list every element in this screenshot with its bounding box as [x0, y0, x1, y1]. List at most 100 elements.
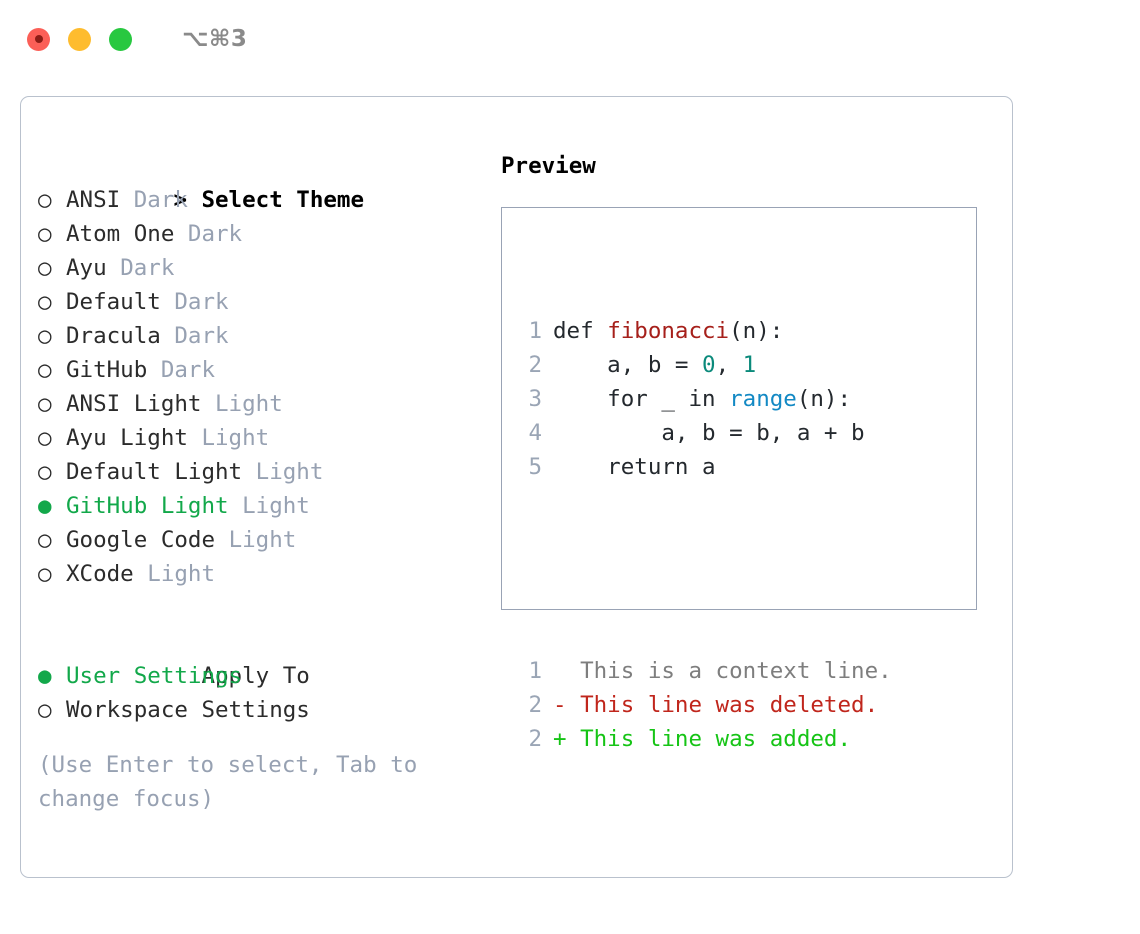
theme-list-item[interactable]: ○ Default Light Light — [38, 455, 478, 489]
apply-to-heading: Apply To — [38, 625, 478, 689]
radio-unselected-icon[interactable]: ○ — [38, 527, 52, 553]
diff-sign-gap — [567, 658, 581, 684]
code-line-number: 2 — [528, 352, 542, 378]
theme-list-item[interactable]: ○ ANSI Dark — [38, 183, 478, 217]
theme-name: Ayu Light — [66, 425, 188, 451]
radio-unselected-icon[interactable]: ○ — [38, 289, 52, 315]
radio-unselected-icon[interactable]: ○ — [38, 323, 52, 349]
theme-category: Light — [201, 425, 270, 451]
theme-name-gap — [242, 459, 256, 485]
radio-unselected-icon[interactable]: ○ — [38, 561, 52, 587]
code-token-num: 1 — [742, 352, 757, 378]
select-theme-heading-label: Select Theme — [201, 187, 365, 213]
keyboard-shortcut-label: ⌥⌘3 — [182, 26, 248, 52]
minimize-button-icon[interactable] — [68, 27, 91, 51]
radio-unselected-icon[interactable]: ○ — [38, 187, 52, 213]
code-token-plain: def — [553, 318, 608, 344]
close-button-icon[interactable] — [27, 27, 50, 51]
diff-sign-gap — [567, 692, 581, 718]
theme-category: Dark — [160, 357, 216, 383]
theme-name-gap — [161, 289, 175, 315]
theme-list-item[interactable]: ○ Ayu Light Light — [38, 421, 478, 455]
theme-category: Dark — [120, 255, 175, 281]
apply-to-option-label: User Settings — [66, 663, 243, 689]
diff-line-text: This is a context line. — [580, 658, 892, 684]
radio-unselected-icon[interactable]: ○ — [38, 391, 52, 417]
apply-to-option-label: Workspace Settings — [66, 697, 310, 723]
diff-sign: - — [553, 692, 567, 718]
theme-name: Atom One — [66, 221, 175, 247]
theme-category: Light — [255, 459, 324, 485]
diff-sign: + — [553, 726, 567, 752]
theme-name: XCode — [66, 561, 134, 587]
maximize-button-icon[interactable] — [109, 27, 132, 51]
prompt-caret-icon: > — [173, 187, 188, 213]
diff-line-number: 2 — [528, 726, 542, 752]
apply-to-heading-label: Apply To — [201, 663, 310, 689]
code-token-plain: a, b = b, a + b — [553, 420, 865, 446]
diff-line-number: 2 — [528, 692, 542, 718]
theme-list-item[interactable]: ●GitHub Light Light — [38, 489, 478, 523]
theme-list-item[interactable]: ○ XCode Light — [38, 557, 478, 591]
theme-name-gap — [147, 357, 161, 383]
theme-name: Dracula — [66, 323, 161, 349]
diff-line-text: This line was added. — [580, 726, 852, 752]
select-theme-heading: > Select Theme — [38, 149, 478, 213]
window-controls — [27, 27, 132, 51]
diff-line-added: 2 + This line was added. — [516, 722, 892, 756]
theme-list-item[interactable]: ○Atom One Dark — [38, 217, 478, 251]
code-line: 4 a, b = b, a + b — [516, 416, 892, 450]
theme-list-item[interactable]: ○Ayu Dark — [38, 251, 478, 285]
apply-to-option[interactable]: ● User Settings — [38, 659, 478, 693]
theme-category: Dark — [174, 289, 229, 315]
radio-selected-icon[interactable]: ● — [38, 493, 52, 519]
radio-unselected-icon[interactable]: ○ — [38, 221, 52, 247]
theme-list-item[interactable]: ○ANSI Light Light — [38, 387, 478, 421]
theme-category: Dark — [133, 187, 188, 213]
theme-selector-column: >Select Theme ○ANSI Dark○Atom One Dark○A… — [38, 149, 478, 816]
theme-list-item[interactable]: ○ Default Dark — [38, 285, 478, 319]
radio-unselected-icon[interactable]: ○ — [38, 357, 52, 383]
theme-name: Default Light — [66, 459, 243, 485]
code-line: 2 a, b = 0, 1 — [516, 348, 892, 382]
theme-list-item[interactable]: ○Dracula Dark — [38, 319, 478, 353]
code-token-plain: (n): — [796, 386, 852, 412]
theme-name-gap — [107, 255, 121, 281]
radio-unselected-icon[interactable]: ○ — [38, 697, 52, 723]
title-bar: ⌥⌘3 — [0, 0, 1140, 78]
theme-list-item[interactable]: ○GitHub Dark — [38, 353, 478, 387]
radio-unselected-icon[interactable]: ○ — [38, 425, 52, 451]
diff-sample: 1 This is a context line. 2- This line wa… — [516, 654, 892, 756]
theme-name: Default — [66, 289, 161, 315]
list-spacer — [38, 591, 478, 625]
diff-sign-gap — [567, 726, 581, 752]
radio-selected-icon[interactable]: ● — [38, 663, 52, 689]
theme-name-gap — [174, 221, 188, 247]
code-token-plain: , — [715, 352, 743, 378]
theme-name: ANSI Light — [66, 391, 202, 417]
radio-unselected-icon[interactable]: ○ — [38, 255, 52, 281]
theme-name-gap — [201, 391, 215, 417]
code-token-builtin: range — [729, 386, 797, 412]
theme-category: Light — [228, 527, 297, 553]
theme-name-gap — [188, 425, 202, 451]
theme-name: ANSI — [66, 187, 121, 213]
theme-name-gap — [120, 187, 134, 213]
theme-name: GitHub Light — [66, 493, 229, 519]
code-line-number: 5 — [528, 454, 542, 480]
diff-line-context: 1 This is a context line. — [516, 654, 892, 688]
code-token-plain: return a — [553, 454, 716, 480]
code-line-number: 4 — [528, 420, 542, 446]
apply-to-option[interactable]: ○ Workspace Settings — [38, 693, 478, 727]
radio-unselected-icon[interactable]: ○ — [38, 459, 52, 485]
diff-line-number: 1 — [528, 658, 542, 684]
theme-list-item[interactable]: ○Google Code Light — [38, 523, 478, 557]
theme-list: ○ANSI Dark○Atom One Dark○Ayu Dark○Defaul… — [38, 183, 478, 591]
theme-category: Light — [147, 561, 216, 587]
theme-name-gap — [229, 493, 243, 519]
code-line-number: 3 — [528, 386, 542, 412]
